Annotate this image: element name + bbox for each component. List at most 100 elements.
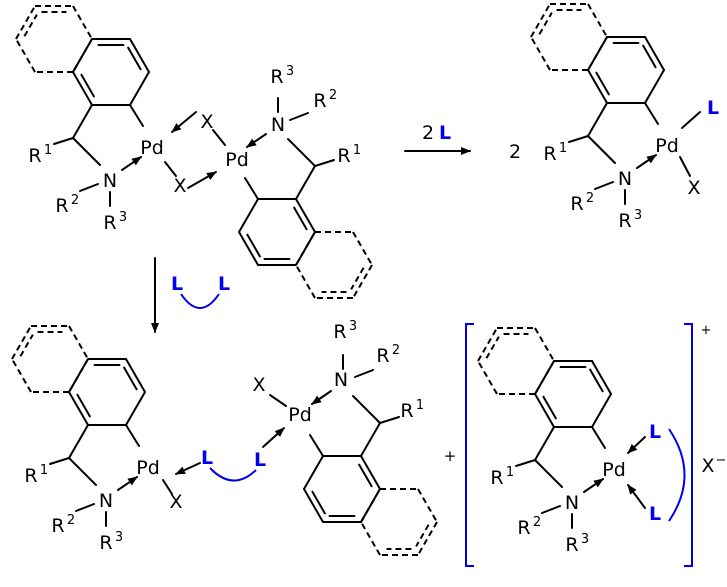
l-pd-dative-arrow bbox=[627, 484, 646, 509]
fused-ring-bond bbox=[477, 327, 498, 362]
fused-ring-bond bbox=[534, 360, 555, 395]
fused-ring-double-bond bbox=[23, 14, 38, 37]
r-superscript: 1 bbox=[40, 463, 48, 478]
r-superscript: 3 bbox=[581, 532, 589, 547]
dimer-right-unit bbox=[238, 97, 373, 299]
right-bracket bbox=[684, 323, 693, 567]
benzene-bond bbox=[644, 36, 665, 71]
ligand-label: L bbox=[201, 447, 213, 469]
x-label: X bbox=[169, 491, 182, 513]
palladium-label: Pd bbox=[288, 404, 312, 426]
fused-ring-bond bbox=[417, 488, 438, 523]
ch-n-bond bbox=[352, 395, 381, 424]
r-substituent-label: R bbox=[543, 143, 556, 165]
fused-ring-bond bbox=[587, 3, 608, 38]
r-substituent-label: R bbox=[55, 195, 68, 217]
ch-r1-bond bbox=[314, 159, 335, 167]
r-superscript: 2 bbox=[533, 515, 541, 530]
left-bracket bbox=[465, 323, 474, 567]
fused-ring-double-bond bbox=[485, 336, 500, 359]
benzene-bond bbox=[303, 488, 324, 523]
x-pd-bond bbox=[212, 129, 226, 146]
bridging-linker bbox=[209, 467, 257, 482]
nitrogen-label: N bbox=[103, 170, 117, 192]
r-substituent-label: R bbox=[24, 465, 37, 487]
fused-ring-bond bbox=[72, 38, 93, 73]
ring-ch-bond bbox=[72, 104, 93, 139]
benzene-double-bond bbox=[358, 463, 373, 488]
benzene-bond bbox=[125, 391, 146, 426]
n-r2-bond bbox=[289, 112, 309, 121]
ligand-label: L bbox=[707, 97, 719, 119]
fused-ring-bond bbox=[352, 231, 373, 266]
l-pd-dative-arrow bbox=[627, 436, 646, 454]
r-substituent-label: R bbox=[333, 321, 346, 343]
r-substituent-label: R bbox=[570, 193, 583, 215]
fused-ring-bond bbox=[530, 3, 551, 38]
pd-x-bond bbox=[164, 161, 177, 177]
l-pd-dative-arrow bbox=[262, 427, 285, 448]
fused-ring-bond bbox=[295, 264, 316, 299]
fused-ring-bond bbox=[295, 231, 316, 266]
product-coefficient: 2 bbox=[509, 141, 521, 163]
benzene-bond bbox=[644, 69, 665, 104]
x-pd-dative-arrow bbox=[187, 171, 217, 189]
fused-ring-bond bbox=[11, 358, 32, 393]
ch-n-bond bbox=[287, 138, 316, 167]
r-superscript: 2 bbox=[329, 88, 337, 103]
ch-r1-bond bbox=[53, 137, 74, 145]
ch-n-bond bbox=[72, 137, 101, 166]
ch-r1-bond bbox=[515, 459, 536, 467]
ring-ch-bond bbox=[68, 424, 89, 459]
counterion-charge: − bbox=[716, 453, 727, 468]
benzene-double-bond bbox=[311, 490, 326, 515]
r-superscript: 3 bbox=[634, 208, 642, 223]
ring-pd-bond bbox=[125, 424, 140, 447]
r-substituent-label: R bbox=[313, 90, 326, 112]
n-pd-dative-arrow bbox=[583, 478, 604, 493]
l-pd-dative-arrow bbox=[175, 462, 201, 475]
r-superscript: 2 bbox=[71, 193, 79, 208]
benzene-bond bbox=[129, 38, 150, 73]
r-superscript: 1 bbox=[44, 143, 52, 158]
benzene-bond bbox=[591, 360, 612, 395]
n-pd-dative-arrow bbox=[117, 476, 138, 491]
r-substituent-label: R bbox=[517, 517, 530, 539]
ring-pd-bond bbox=[591, 426, 606, 449]
r-substituent-label: R bbox=[376, 345, 389, 367]
fused-ring-bond bbox=[15, 38, 36, 73]
fused-ring-bond bbox=[68, 358, 89, 393]
bidentate-ligand-L2: L bbox=[218, 273, 230, 295]
ring-pd-bond bbox=[309, 434, 324, 457]
ch-r1-bond bbox=[568, 135, 589, 143]
benzene-double-bond bbox=[123, 366, 138, 391]
fused-ring-double-bond bbox=[415, 524, 430, 547]
arrow-coefficient: 2 bbox=[422, 122, 434, 144]
counterion: X bbox=[701, 455, 714, 477]
benzene-double-bond bbox=[589, 368, 604, 393]
ch-n-bond bbox=[68, 457, 97, 486]
x-label: X bbox=[252, 374, 265, 396]
n-r2-bond bbox=[541, 505, 561, 514]
benzene-bond bbox=[125, 358, 146, 393]
r-superscript: 2 bbox=[67, 513, 75, 528]
nitrogen-label: N bbox=[618, 168, 632, 190]
benzene-bond bbox=[360, 455, 381, 490]
benzene-double-bond bbox=[642, 44, 657, 69]
chelate-linker bbox=[668, 428, 686, 522]
ring-pd-bond bbox=[644, 102, 659, 125]
fused-ring-bond bbox=[11, 325, 32, 360]
ring-ch-bond bbox=[295, 165, 316, 200]
ch-r1-bond bbox=[49, 457, 70, 465]
benzene-double-bond bbox=[80, 73, 95, 98]
fused-ring-bond bbox=[530, 36, 551, 71]
n-pd-dative-arrow bbox=[121, 156, 142, 171]
pd-x-bond bbox=[162, 479, 173, 495]
pd-x-bond bbox=[679, 156, 691, 177]
benzene-double-bond bbox=[542, 395, 557, 420]
dimer-left-unit bbox=[15, 5, 150, 207]
fused-ring-double-bond bbox=[538, 12, 553, 35]
palladium-label: Pd bbox=[136, 457, 160, 479]
ring-pd-bond bbox=[129, 104, 144, 127]
